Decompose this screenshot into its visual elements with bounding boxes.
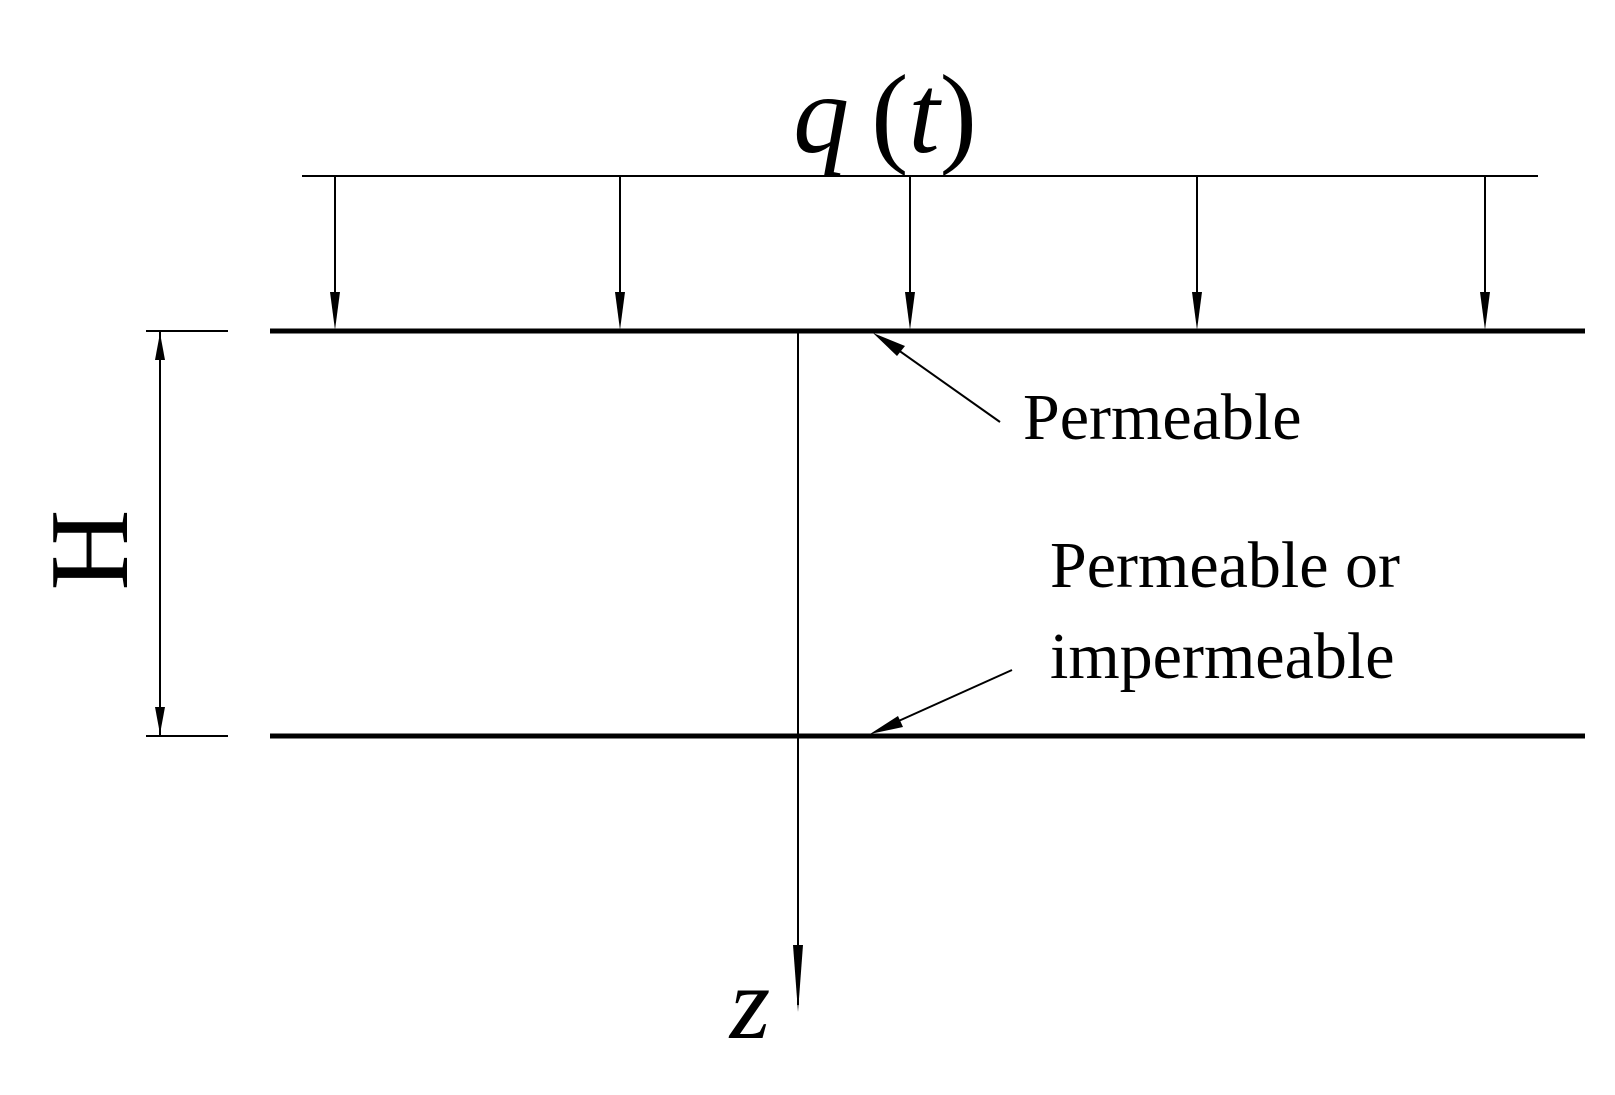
bottom-boundary-leader-arrowhead — [870, 716, 903, 734]
top-boundary-leader — [883, 339, 1001, 423]
load-paren-open: ( — [871, 53, 908, 177]
load-symbol: q — [793, 53, 849, 177]
z-axis-label: z — [728, 946, 770, 1061]
top-boundary-leader-arrowhead — [873, 333, 905, 356]
z-axis-arrowhead — [793, 945, 803, 1012]
top-boundary-label: Permeable — [1023, 381, 1302, 454]
load-arrow — [1192, 176, 1202, 330]
load-arrows — [330, 176, 1490, 330]
load-paren-close: ) — [940, 53, 977, 177]
dimension-arrow-bottom — [155, 707, 165, 734]
bottom-boundary-label-line2: impermeable — [1050, 620, 1395, 693]
load-arrow — [1480, 176, 1490, 330]
bottom-boundary-label-line1: Permeable or — [1050, 529, 1400, 602]
load-label: q(t) — [793, 53, 977, 177]
thickness-dimension — [146, 330, 228, 737]
load-arrow — [615, 176, 625, 330]
thickness-label: H — [28, 510, 152, 591]
dimension-arrow-top — [155, 333, 165, 360]
load-arrow — [330, 176, 340, 330]
bottom-boundary-label: Permeable or impermeable — [1050, 529, 1417, 693]
bottom-boundary-leader — [882, 669, 1013, 729]
load-arrow — [905, 176, 915, 330]
load-variable: t — [908, 53, 942, 177]
